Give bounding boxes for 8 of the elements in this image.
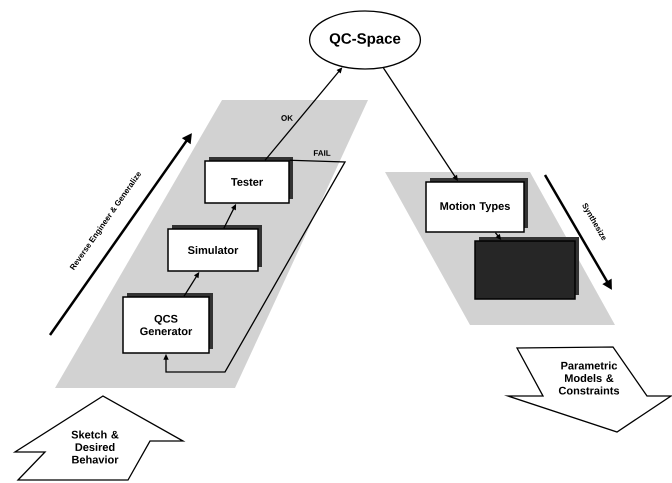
process-box: Simulator xyxy=(167,225,262,272)
ellipse-node: QC-Space xyxy=(308,10,422,70)
process-box: Tester xyxy=(204,157,293,204)
filled-box xyxy=(474,237,579,300)
process-box: QCS Generator xyxy=(122,293,213,354)
process-box: Motion Types xyxy=(425,178,528,233)
arrow xyxy=(163,160,346,373)
edge-label: OK xyxy=(280,114,294,122)
